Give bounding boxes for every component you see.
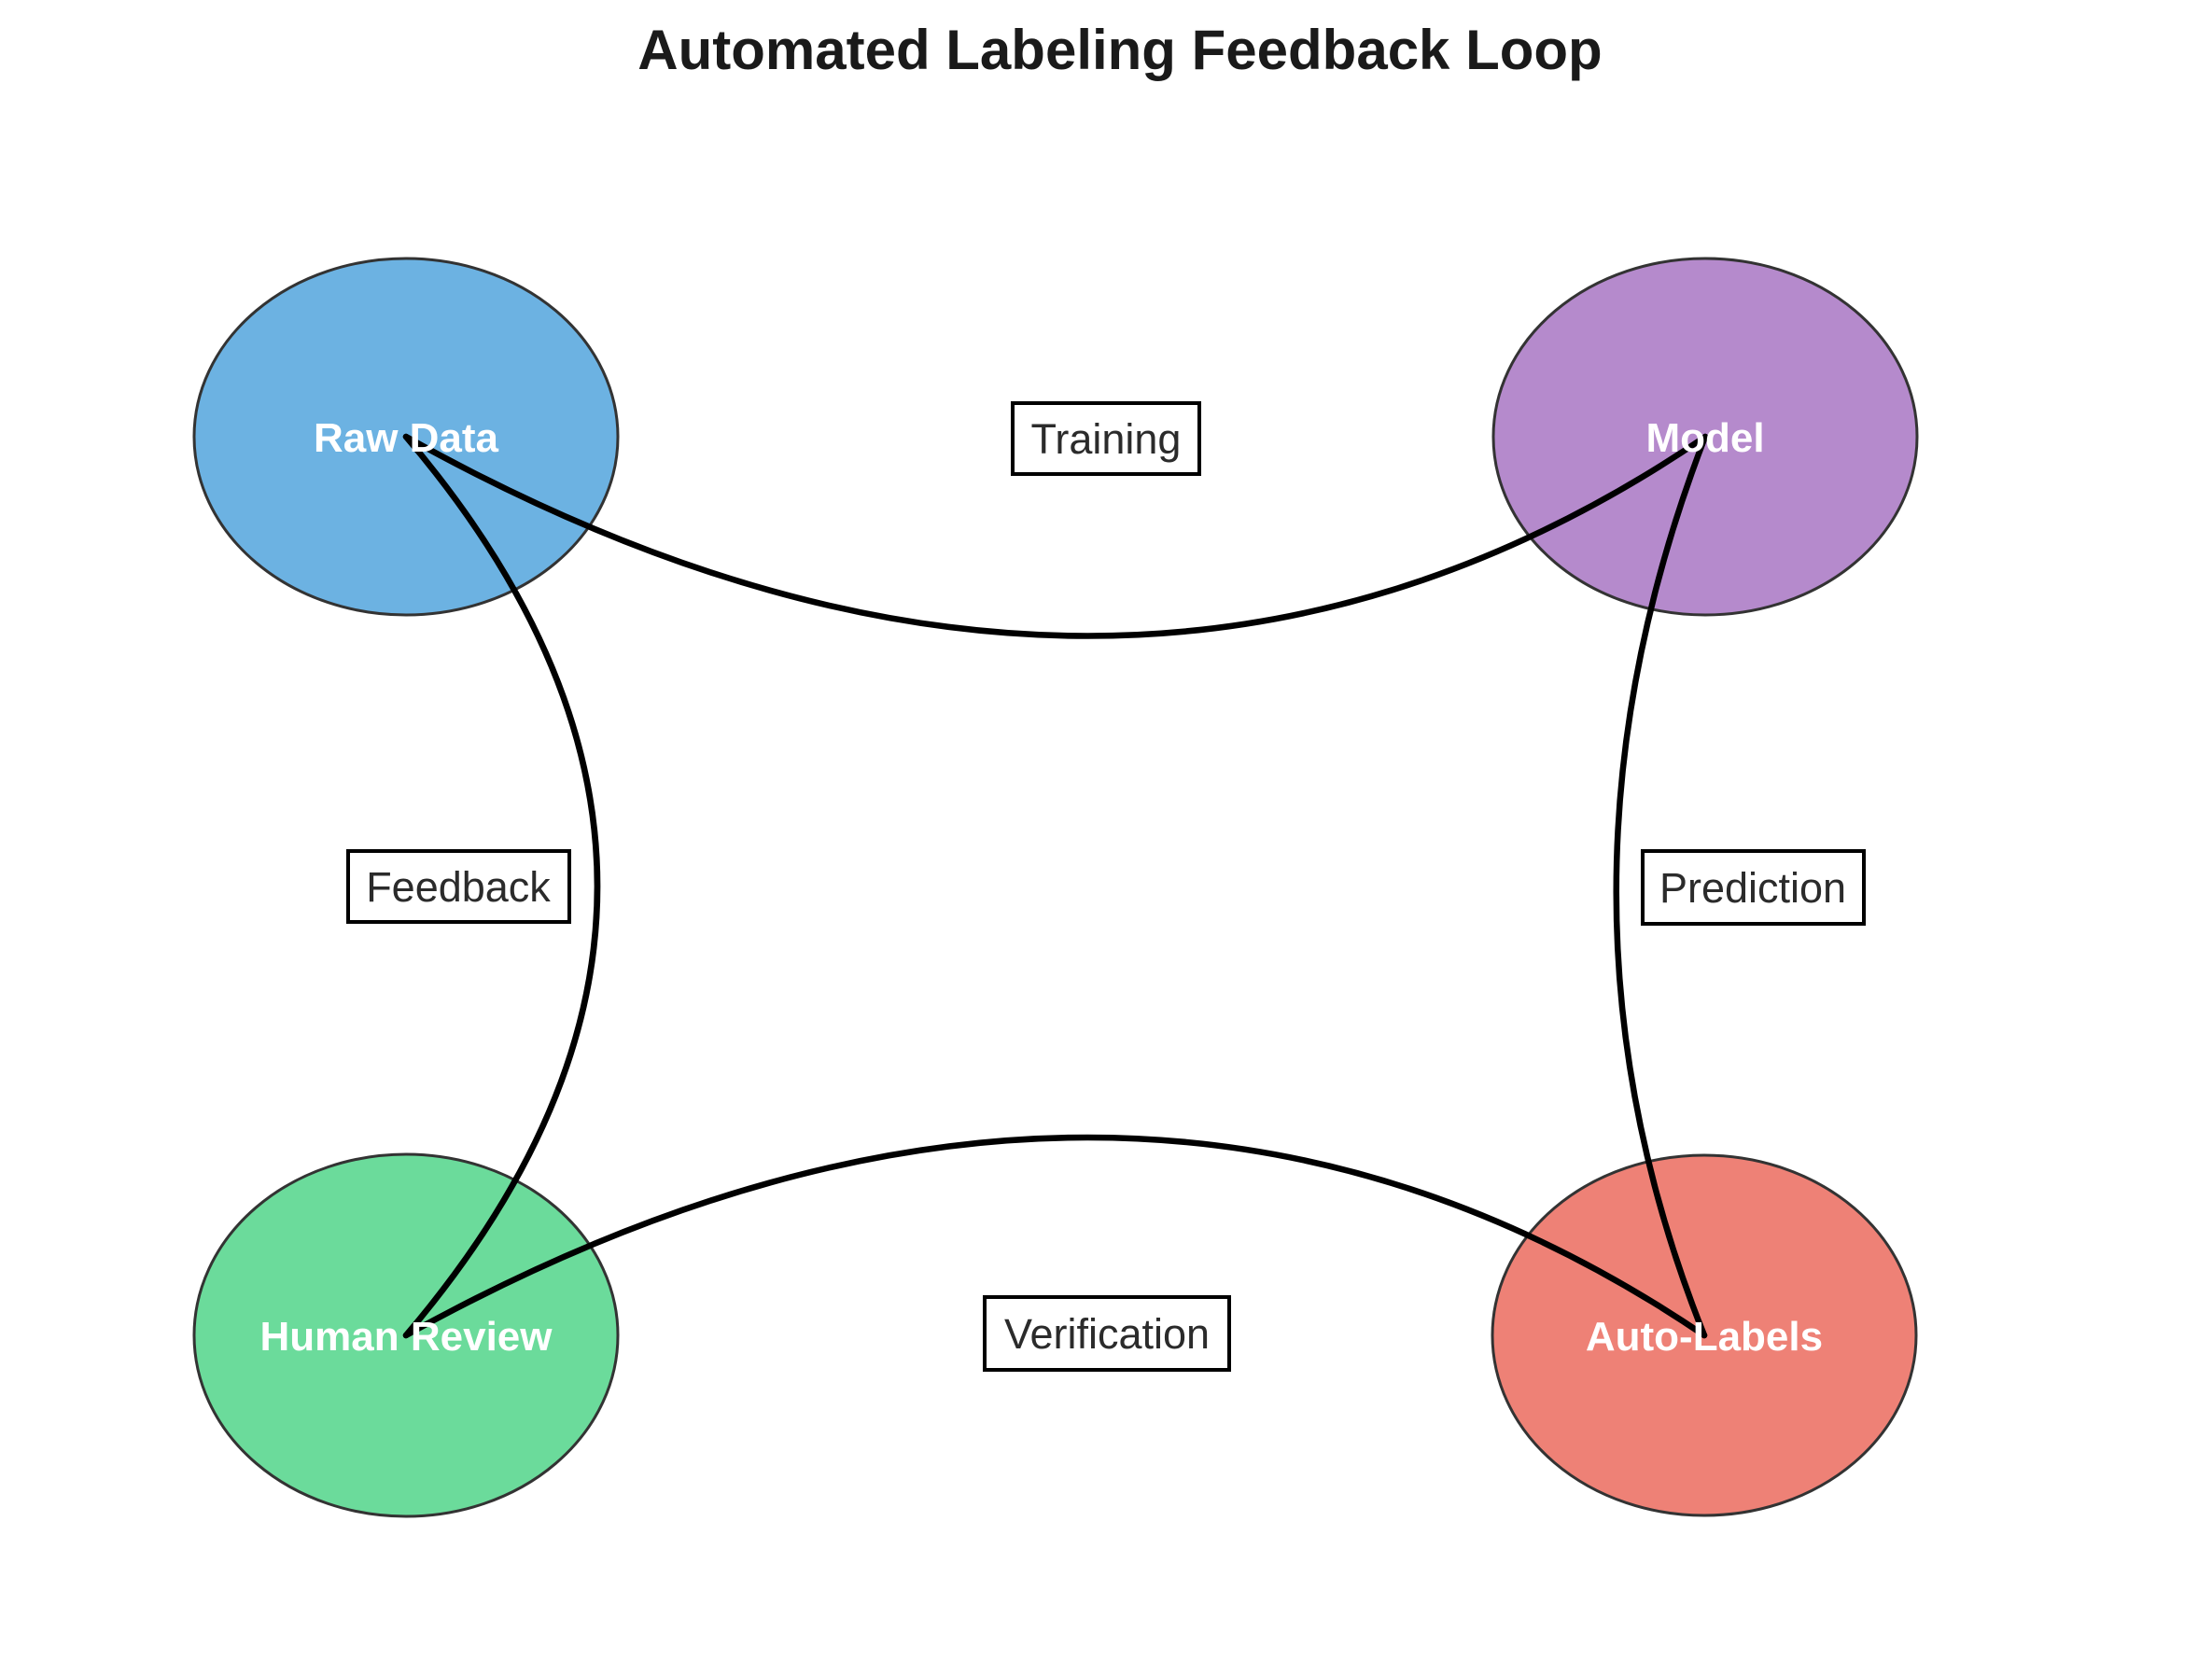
edge-verification-path [402, 1134, 1708, 1339]
edge-label-training-text: Training [1031, 415, 1182, 463]
page-title: Automated Labeling Feedback Loop [637, 19, 1602, 81]
node-raw-data-label: Raw Data [314, 415, 499, 461]
edge-label-feedback-box [346, 849, 571, 924]
edge-label-feedback-text: Feedback [366, 863, 551, 911]
edge-label-verification-text: Verification [1004, 1310, 1210, 1358]
edge-training-path [402, 433, 1709, 639]
edge-label-training-box [1011, 401, 1201, 476]
node-auto-labels-label: Auto-Labels [1586, 1314, 1823, 1360]
edge-label-prediction-text: Prediction [1659, 864, 1846, 912]
edge-label-verification-box [983, 1295, 1231, 1372]
node-human-review-label: Human Review [260, 1314, 553, 1360]
node-model-label: Model [1645, 415, 1764, 461]
edge-feedback-path [402, 433, 601, 1339]
edge-label-prediction-box [1641, 849, 1866, 926]
edge-prediction-path [1613, 433, 1709, 1339]
